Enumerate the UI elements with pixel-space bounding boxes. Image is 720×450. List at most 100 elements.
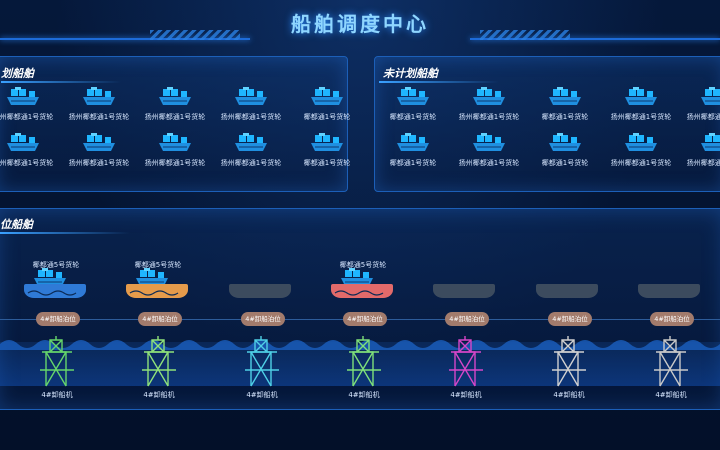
cargo-ship-icon <box>395 133 431 159</box>
berth-title-underline <box>0 232 130 234</box>
berth-label: 4#卸船泊位 <box>36 312 80 326</box>
unloader-crane-icon <box>142 336 176 387</box>
ship-card[interactable]: 扬州椰都通1号货轮 <box>0 87 61 127</box>
berth-label: 4#卸船泊位 <box>650 312 694 326</box>
ship-hull <box>126 284 188 298</box>
cargo-ship-icon <box>233 87 269 113</box>
ship-hull <box>433 284 495 298</box>
ship-hull <box>331 284 393 298</box>
ship-card[interactable]: 扬州椰都通1号货轮 <box>213 87 289 127</box>
ship-card[interactable]: 椰都通1号货轮 <box>375 87 451 127</box>
cargo-ship-icon <box>81 133 117 159</box>
crane-label: 4#卸船机 <box>41 391 73 399</box>
ship-card[interactable]: 扬州椰都通1号货轮 <box>603 133 679 173</box>
ship-card[interactable]: 椰都通1号货轮 <box>289 133 365 173</box>
header-stripes-left <box>150 30 240 40</box>
ship-card[interactable]: 扬州椰都通1号货轮 <box>451 87 527 127</box>
header: 船舶调度中心 <box>0 0 720 48</box>
ship-card[interactable]: 扬州椰都通1号货轮 <box>213 133 289 173</box>
planned-ships-panel: 划船舶 扬州椰都通1号货轮 扬州椰都通1号货轮 扬州椰都通1号货轮 扬州椰都通1… <box>0 56 350 192</box>
ship-name: 扬州椰都通1号货轮 <box>686 113 720 121</box>
ship-card[interactable]: 椰都通1号货轮 <box>375 133 451 173</box>
ship-name: 椰都通1号货轮 <box>303 113 351 121</box>
ship-name: 扬州椰都通1号货轮 <box>68 113 130 121</box>
ship-card[interactable]: 椰都通1号货轮 <box>527 133 603 173</box>
ship-name: 扬州椰都通1号货轮 <box>458 113 520 121</box>
cargo-ship-icon <box>157 133 193 159</box>
ship-name: 扬州椰都通1号货轮 <box>220 113 282 121</box>
cargo-ship-icon <box>157 87 193 113</box>
ship-hull <box>638 284 700 298</box>
unloader-crane-icon <box>347 336 381 387</box>
ship-name: 扬州椰都通1号货轮 <box>610 159 672 167</box>
wave-decoration <box>0 340 720 350</box>
unloader-crane-icon <box>552 336 586 387</box>
unloader-crane-icon <box>245 336 279 387</box>
berth-label: 4#卸船泊位 <box>138 312 182 326</box>
unplanned-ships-panel: 未计划船舶 椰都通1号货轮 扬州椰都通1号货轮 椰都通1号货轮 扬州椰都通1号货… <box>374 56 720 192</box>
unplanned-ship-grid: 椰都通1号货轮 扬州椰都通1号货轮 椰都通1号货轮 扬州椰都通1号货轮 扬州椰都… <box>375 87 720 173</box>
ship-name: 椰都通1号货轮 <box>389 159 437 167</box>
panel-title-underline <box>1 81 121 83</box>
crane-label: 4#卸船机 <box>143 391 175 399</box>
cargo-ship-icon <box>395 87 431 113</box>
ship-name: 扬州椰都通1号货轮 <box>144 159 206 167</box>
cargo-ship-icon <box>547 133 583 159</box>
ship-card[interactable]: 扬州椰都通1号货轮 <box>137 87 213 127</box>
cargo-ship-icon <box>699 87 720 113</box>
ship-card[interactable]: 扬州椰都通1号货轮 <box>137 133 213 173</box>
crane-label: 4#卸船机 <box>450 391 482 399</box>
header-line-right <box>470 38 720 40</box>
ship-name: 椰都通1号货轮 <box>303 159 351 167</box>
header-stripes-right <box>480 30 570 40</box>
berth-panel <box>0 208 720 410</box>
ship-card[interactable]: 扬州椰都通1号货轮 <box>61 87 137 127</box>
berth-ship-name: 椰都通5号货轮 <box>339 261 387 269</box>
ship-card[interactable]: 扬州椰都通1号货轮 <box>451 133 527 173</box>
cargo-ship-icon <box>309 87 345 113</box>
ship-name: 扬州椰都通1号货轮 <box>144 113 206 121</box>
ship-name: 扬州椰都通1号货轮 <box>0 113 54 121</box>
ship-name: 椰都通1号货轮 <box>541 113 589 121</box>
ship-name: 扬州椰都通1号货轮 <box>686 159 720 167</box>
panel-title: 未计划船舶 <box>383 67 438 80</box>
unloader-crane-icon <box>40 336 74 387</box>
ship-hull <box>229 284 291 298</box>
crane-label: 4#卸船机 <box>348 391 380 399</box>
ship-name: 扬州椰都通1号货轮 <box>220 159 282 167</box>
ship-name: 扬州椰都通1号货轮 <box>0 159 54 167</box>
cargo-ship-icon <box>471 87 507 113</box>
cargo-ship-icon <box>623 133 659 159</box>
berth-title: 位船舶 <box>0 218 33 231</box>
ship-card[interactable]: 椰都通1号货轮 <box>527 87 603 127</box>
ship-name: 扬州椰都通1号货轮 <box>458 159 520 167</box>
cargo-ship-icon <box>547 87 583 113</box>
berth-ship-name: 椰都通5号货轮 <box>134 261 182 269</box>
unloader-crane-icon <box>449 336 483 387</box>
ship-card[interactable]: 椰都通1号货轮 <box>289 87 365 127</box>
cargo-ship-icon <box>623 87 659 113</box>
ship-card[interactable]: 扬州椰都通1号货轮 <box>61 133 137 173</box>
header-line-left <box>0 38 250 40</box>
berth-label: 4#卸船泊位 <box>548 312 592 326</box>
ship-card[interactable]: 扬州椰都通1号货轮 <box>679 133 720 173</box>
ship-name: 扬州椰都通1号货轮 <box>610 113 672 121</box>
crane-label: 4#卸船机 <box>655 391 687 399</box>
cargo-ship-icon <box>5 133 41 159</box>
cargo-ship-icon <box>5 87 41 113</box>
cargo-ship-icon <box>471 133 507 159</box>
ship-name: 椰都通1号货轮 <box>389 113 437 121</box>
cargo-ship-icon <box>699 133 720 159</box>
panel-title-underline <box>379 81 499 83</box>
ship-name: 椰都通1号货轮 <box>541 159 589 167</box>
berth-label: 4#卸船泊位 <box>445 312 489 326</box>
cargo-ship-icon <box>233 133 269 159</box>
panel-title: 划船舶 <box>1 67 34 80</box>
cargo-ship-icon <box>309 133 345 159</box>
planned-ship-grid: 扬州椰都通1号货轮 扬州椰都通1号货轮 扬州椰都通1号货轮 扬州椰都通1号货轮 … <box>0 87 365 173</box>
berth-ship-name: 椰都通5号货轮 <box>32 261 80 269</box>
ship-card[interactable]: 扬州椰都通1号货轮 <box>0 133 61 173</box>
ship-card[interactable]: 扬州椰都通1号货轮 <box>679 87 720 127</box>
ship-card[interactable]: 扬州椰都通1号货轮 <box>603 87 679 127</box>
page-title: 船舶调度中心 <box>291 12 429 36</box>
